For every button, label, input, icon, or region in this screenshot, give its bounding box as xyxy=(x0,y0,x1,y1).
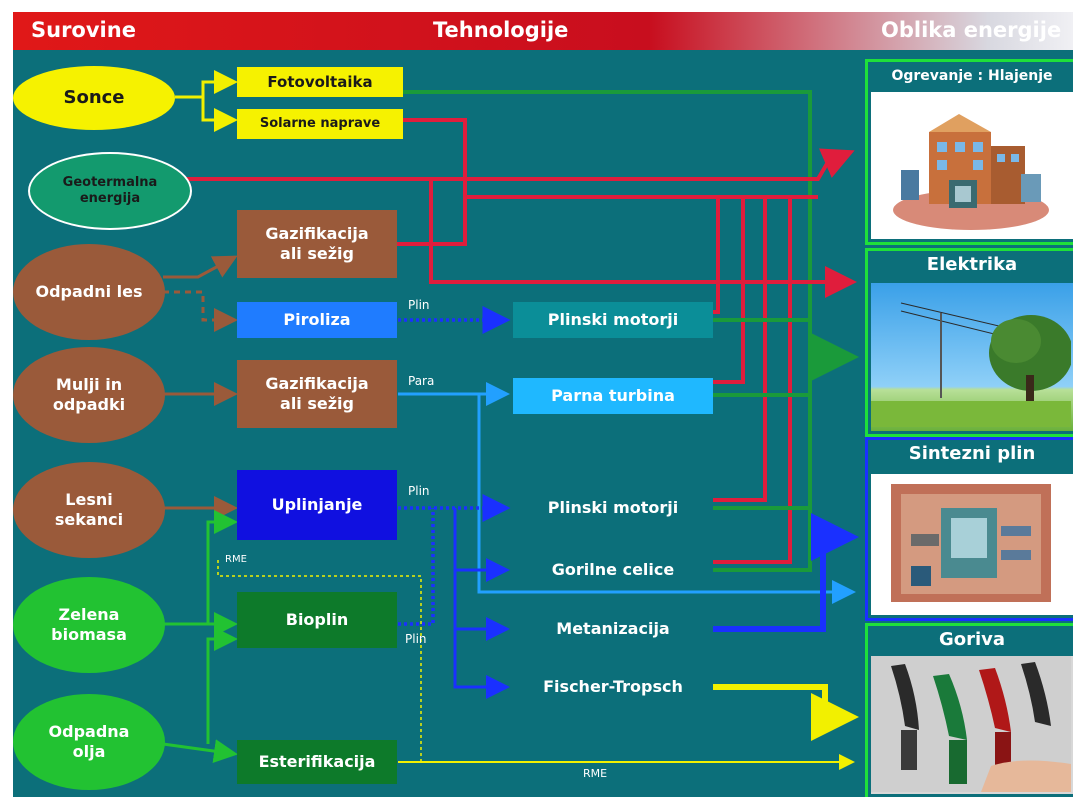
output-title-ogrevanje: Ogrevanje : Hlajenje xyxy=(891,68,1053,84)
source-geotermalna-energija: Geotermalna energija xyxy=(28,152,192,230)
diagram-board: Surovine Tehnologije Oblika energije xyxy=(13,12,1073,797)
machinery-illustration xyxy=(871,474,1073,615)
tech-gazifikacija-2: Gazifikacija ali sežig xyxy=(237,360,397,428)
conv-plinski-motorji-2: Plinski motorji xyxy=(513,492,713,524)
flow-label-para: Para xyxy=(408,374,435,388)
landscape-illustration xyxy=(871,283,1073,431)
source-odpadna-olja: Odpadna olja xyxy=(13,694,165,790)
flow-label-rme-2: RME xyxy=(583,767,608,780)
output-panel-elektrika: Elektrika xyxy=(865,248,1073,437)
conv-gorilne-celice: Gorilne celice xyxy=(513,554,713,586)
conv-plinski-motorji-1: Plinski motorji xyxy=(513,302,713,338)
header-surovine: Surovine xyxy=(31,18,136,42)
tech-uplinjanje: Uplinjanje xyxy=(237,470,397,540)
source-lesni-sekanci: Lesni sekanci xyxy=(13,462,165,558)
source-zelena-biomasa: Zelena biomasa xyxy=(13,577,165,673)
tech-fotovoltaika: Fotovoltaika xyxy=(237,67,403,97)
connector-lines xyxy=(162,70,859,770)
output-panel-sintezni-plin: Sintezni plin xyxy=(865,437,1073,621)
source-odpadni-les: Odpadni les xyxy=(13,244,165,340)
tech-bioplin: Bioplin xyxy=(237,592,397,648)
flow-label-rme-1: RME xyxy=(225,554,247,565)
tech-solarne-naprave: Solarne naprave xyxy=(237,109,403,139)
flow-label-plin-3: Plin xyxy=(405,632,427,646)
header-bar: Surovine Tehnologije Oblika energije xyxy=(13,12,1073,50)
flow-label-plin-2: Plin xyxy=(408,484,430,498)
output-title-sintezni-plin: Sintezni plin xyxy=(908,443,1036,464)
source-sonce: Sonce xyxy=(13,66,175,130)
header-tehnologije: Tehnologije xyxy=(433,18,569,42)
building-illustration xyxy=(871,92,1073,239)
header-oblika-energije: Oblika energije xyxy=(881,18,1062,42)
source-mulji-in-odpadki: Mulji in odpadki xyxy=(13,347,165,443)
output-panel-ogrevanje: Ogrevanje : Hlajenje xyxy=(865,59,1073,245)
tech-piroliza: Piroliza xyxy=(237,302,397,338)
output-panel-goriva: Goriva xyxy=(865,623,1073,797)
flow-label-plin-1: Plin xyxy=(408,298,430,312)
conv-fischer-tropsch: Fischer-Tropsch xyxy=(513,671,713,703)
output-title-goriva: Goriva xyxy=(938,629,1006,650)
output-title-elektrika: Elektrika xyxy=(926,254,1018,275)
tech-gazifikacija-1: Gazifikacija ali sežig xyxy=(237,210,397,278)
fuel-pumps-illustration xyxy=(871,656,1073,794)
conv-metanizacija: Metanizacija xyxy=(513,613,713,645)
conv-parna-turbina: Parna turbina xyxy=(513,378,713,414)
tech-esterifikacija: Esterifikacija xyxy=(237,740,397,784)
